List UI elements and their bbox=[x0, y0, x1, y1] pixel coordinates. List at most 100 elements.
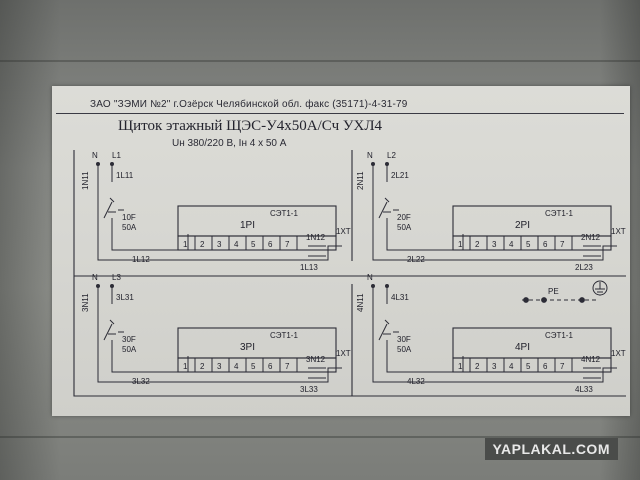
meter-terminal-number: 5 bbox=[251, 240, 256, 249]
meter-box bbox=[452, 327, 612, 359]
terminal-block-label: 1XT bbox=[611, 349, 626, 358]
circuit-wires bbox=[372, 164, 617, 261]
panel-title: Щиток этажный ЩЭС-У4х50А/Сч УХЛ4 bbox=[118, 118, 383, 134]
meter-terminal-number: 7 bbox=[285, 362, 290, 371]
meter-terminal-number: 7 bbox=[560, 362, 565, 371]
load-label: 4L33 bbox=[575, 385, 593, 394]
phase-out-label: 3L32 bbox=[132, 377, 150, 386]
meter-terminal-number: 1 bbox=[458, 240, 463, 249]
panel-seam bbox=[0, 436, 640, 438]
panel-label: ЗАО "ЗЭМИ №2" г.Озёрск Челябинской обл. … bbox=[52, 86, 630, 416]
neutral-label: N bbox=[92, 151, 98, 160]
meter-terminal-number: 3 bbox=[492, 362, 497, 371]
meter-box bbox=[177, 205, 337, 237]
phase-in-label: 3L31 bbox=[116, 293, 134, 302]
supply-dot bbox=[96, 162, 100, 166]
meter-terminal-number: 2 bbox=[200, 240, 205, 249]
meter-id: 4PI bbox=[515, 342, 530, 353]
meter-id: 2PI bbox=[515, 220, 530, 231]
phase-out-label: 2L22 bbox=[407, 255, 425, 264]
supply-dot bbox=[110, 284, 114, 288]
meter-terminal-number: 4 bbox=[509, 240, 514, 249]
meter-terminal-number: 7 bbox=[560, 240, 565, 249]
neutral-in-label: 1N11 bbox=[81, 171, 90, 190]
panel-seam bbox=[0, 60, 640, 62]
meter-model: СЭТ1-1 bbox=[270, 209, 298, 218]
meter-id: 1PI bbox=[240, 220, 255, 231]
meter-terminal-number: 2 bbox=[200, 362, 205, 371]
breaker-label: 30F bbox=[397, 335, 411, 344]
supply-dot bbox=[385, 162, 389, 166]
meter-terminal-number: 5 bbox=[526, 362, 531, 371]
header-rule bbox=[56, 113, 624, 114]
breaker-rating: 50A bbox=[397, 345, 412, 354]
meter-terminal-number: 6 bbox=[268, 362, 273, 371]
phase-in-label: 1L11 bbox=[116, 171, 134, 180]
phase-label: L2 bbox=[387, 151, 396, 160]
supply-dot bbox=[110, 162, 114, 166]
meter-id: 3PI bbox=[240, 342, 255, 353]
breaker-label: 10F bbox=[122, 213, 136, 222]
breaker-label: 30F bbox=[122, 335, 136, 344]
meter-terminal-number: 6 bbox=[543, 362, 548, 371]
meter-terminal-number: 4 bbox=[234, 362, 239, 371]
meter-box bbox=[452, 205, 612, 237]
neutral-in-label: 4N11 bbox=[356, 293, 365, 312]
meter-terminal-number: 2 bbox=[475, 240, 480, 249]
meter-terminal-number: 3 bbox=[217, 362, 222, 371]
neutral-label: N bbox=[92, 273, 98, 282]
neutral-in-label: 3N11 bbox=[81, 293, 90, 312]
neutral-out-label: 3N12 bbox=[306, 355, 326, 364]
rating-line: Uн 380/220 В, Iн 4 х 50 А bbox=[172, 138, 287, 149]
neutral-out-label: 1N12 bbox=[306, 233, 326, 242]
circuit-wires bbox=[97, 164, 342, 261]
circuit-wires bbox=[372, 286, 617, 383]
meter-terminal-number: 4 bbox=[509, 362, 514, 371]
meter-model: СЭТ1-1 bbox=[545, 209, 573, 218]
meter-terminal-number: 6 bbox=[543, 240, 548, 249]
meter-terminal-number: 3 bbox=[217, 240, 222, 249]
meter-terminal-number: 1 bbox=[183, 240, 188, 249]
meter-terminal-number: 3 bbox=[492, 240, 497, 249]
pe-label: PE bbox=[548, 287, 559, 296]
neutral-out-label: 4N12 bbox=[581, 355, 601, 364]
breaker-label: 20F bbox=[397, 213, 411, 222]
supply-dot bbox=[96, 284, 100, 288]
meter-terminal-number: 5 bbox=[251, 362, 256, 371]
neutral-label: N bbox=[367, 273, 373, 282]
meter-terminal-strip bbox=[452, 235, 612, 251]
meter-terminal-strip bbox=[452, 357, 612, 373]
circuit-wires bbox=[97, 286, 342, 383]
breaker-rating: 50A bbox=[122, 223, 137, 232]
breaker-rating: 50A bbox=[397, 223, 412, 232]
phase-label: L1 bbox=[112, 151, 121, 160]
neutral-in-label: 2N11 bbox=[356, 171, 365, 190]
meter-box bbox=[177, 327, 337, 359]
supply-dot bbox=[371, 162, 375, 166]
meter-terminal-strip bbox=[177, 357, 337, 373]
meter-terminal-number: 2 bbox=[475, 362, 480, 371]
phase-out-label: 4L32 bbox=[407, 377, 425, 386]
meter-terminal-number: 5 bbox=[526, 240, 531, 249]
company-line: ЗАО "ЗЭМИ №2" г.Озёрск Челябинской обл. … bbox=[90, 99, 408, 110]
terminal-block-label: 1XT bbox=[611, 227, 626, 236]
meter-terminal-number: 1 bbox=[183, 362, 188, 371]
meter-terminal-number: 6 bbox=[268, 240, 273, 249]
meter-model: СЭТ1-1 bbox=[545, 331, 573, 340]
phase-out-label: 1L12 bbox=[132, 255, 150, 264]
load-label: 1L13 bbox=[300, 263, 318, 272]
meter-terminal-number: 4 bbox=[234, 240, 239, 249]
supply-dot bbox=[371, 284, 375, 288]
terminal-block-label: 1XT bbox=[336, 227, 351, 236]
meter-terminal-strip bbox=[177, 235, 337, 251]
load-label: 3L33 bbox=[300, 385, 318, 394]
breaker-rating: 50A bbox=[122, 345, 137, 354]
phase-in-label: 2L21 bbox=[391, 171, 409, 180]
meter-terminal-number: 1 bbox=[458, 362, 463, 371]
